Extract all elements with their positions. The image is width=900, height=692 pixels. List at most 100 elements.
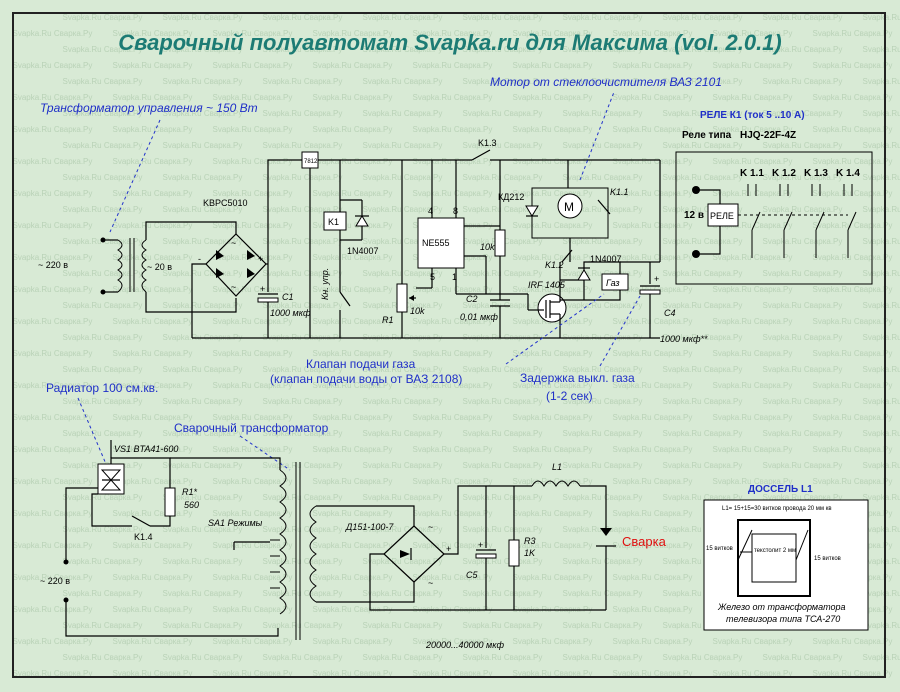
watermark-text: Svapka.Ru Сварка.Ру [563,429,643,438]
watermark-text: Svapka.Ru Сварка.Ру [363,525,443,534]
gas-valve-note-1: Клапан подачи газа [306,357,416,371]
watermark-text: Svapka.Ru Сварка.Ру [613,29,693,38]
watermark-text: Svapka.Ru Сварка.Ру [113,413,193,422]
watermark-text: Svapka.Ru Сварка.Ру [813,221,893,230]
watermark-text: Svapka.Ru Сварка.Ру [463,205,543,214]
watermark-text: Svapka.Ru Сварка.Ру [613,413,693,422]
watermark-text: Svapka.Ru Сварка.Ру [13,669,93,678]
watermark-text: Svapka.Ru Сварка.Ру [163,365,243,374]
watermark-text: Svapka.Ru Сварка.Ру [213,29,293,38]
motor-note: Мотор от стеклоочистителя ВАЗ 2101 [490,75,722,89]
watermark-text: Svapka.Ru Сварка.Ру [763,429,843,438]
watermark-text: Svapka.Ru Сварка.Ру [513,381,593,390]
watermark-text: Svapka.Ru Сварка.Ру [363,109,443,118]
watermark-text: Svapka.Ru Сварка.Ру [163,397,243,406]
watermark-text: Svapka.Ru Сварка.Ру [113,445,193,454]
rectifier-label: Д151-100-7 [345,522,394,532]
watermark-text: Svapka.Ru Сварка.Ру [713,93,793,102]
watermark-text: Svapka.Ru Сварка.Ру [513,29,593,38]
watermark-text: Svapka.Ru Сварка.Ру [813,413,893,422]
watermark-text: Svapka.Ru Сварка.Ру [663,269,743,278]
watermark-text: Svapka.Ru Сварка.Ру [263,589,343,598]
gas-valve-note-2: (клапан подачи воды от ВАЗ 2108) [270,372,462,386]
regulator-7812: 7812 [301,151,319,338]
watermark-text: Svapka.Ru Сварка.Ру [13,285,93,294]
watermark-text: Svapka.Ru Сварка.Ру [663,589,743,598]
r1star-value: 560 [184,500,199,510]
watermark-text: Svapka.Ru Сварка.Ру [63,429,143,438]
watermark-text: Svapka.Ru Сварка.Ру [863,237,900,246]
watermark-text: Svapka.Ru Сварка.Ру [563,557,643,566]
watermark-text: Svapka.Ru Сварка.Ру [213,61,293,70]
watermark-text: Svapka.Ru Сварка.Ру [263,301,343,310]
c4-label: C4 [664,308,676,318]
relay-type-value: HJQ-22F-4Z [740,130,796,141]
mosfet-label: IRF 1405 [528,280,566,290]
watermark-text: Svapka.Ru Сварка.Ру [163,301,243,310]
watermark-text: Svapka.Ru Сварка.Ру [113,221,193,230]
svg-text:K 1.1: K 1.1 [740,168,764,179]
watermark-text: Svapka.Ru Сварка.Ру [13,221,93,230]
watermark-text: Svapka.Ru Сварка.Ру [213,413,293,422]
watermark-text: Svapka.Ru Сварка.Ру [863,461,900,470]
watermark-text: Svapka.Ru Сварка.Ру [63,557,143,566]
watermark-text: Svapka.Ru Сварка.Ру [613,445,693,454]
watermark-text: Svapka.Ru Сварка.Ру [263,621,343,630]
k12-label: K1.2 [545,260,564,270]
watermark-text: Svapka.Ru Сварка.Ру [763,45,843,54]
watermark-text: Svapka.Ru Сварка.Ру [613,317,693,326]
motor-section: M КД212 K1.1 K1.2 Мотор от стеклоочистит… [490,75,722,281]
watermark-text: Svapka.Ru Сварка.Ру [613,189,693,198]
watermark-text: Svapka.Ru Сварка.Ру [513,221,593,230]
watermark-text: Svapka.Ru Сварка.Ру [563,301,643,310]
watermark-text: Svapka.Ru Сварка.Ру [763,109,843,118]
watermark-text: Svapka.Ru Сварка.Ру [813,637,893,646]
watermark-text: Svapka.Ru Сварка.Ру [113,93,193,102]
watermark-text: Svapka.Ru Сварка.Ру [613,157,693,166]
watermark-text: Svapka.Ru Сварка.Ру [113,381,193,390]
watermark-text: Svapka.Ru Сварка.Ру [663,621,743,630]
watermark-text: Svapka.Ru Сварка.Ру [813,445,893,454]
watermark-text: Svapka.Ru Сварка.Ру [513,61,593,70]
k11-label: K1.1 [610,187,629,197]
watermark-text: Svapka.Ru Сварка.Ру [13,93,93,102]
watermark-text: Svapka.Ru Сварка.Ру [63,333,143,342]
watermark-text: Svapka.Ru Сварка.Ру [763,141,843,150]
svg-text:4: 4 [428,206,433,216]
watermark-text: Svapka.Ru Сварка.Ру [63,13,143,22]
watermark-text: Svapka.Ru Сварка.Ру [113,573,193,582]
watermark-text: Svapka.Ru Сварка.Ру [213,253,293,262]
watermark-text: Svapka.Ru Сварка.Ру [513,93,593,102]
watermark-text: Svapka.Ru Сварка.Ру [763,173,843,182]
watermark-text: Svapka.Ru Сварка.Ру [213,285,293,294]
watermark-text: Svapka.Ru Сварка.Ру [563,141,643,150]
svg-text:~: ~ [231,238,236,248]
watermark-text: Svapka.Ru Сварка.Ру [263,173,343,182]
watermark-text: Svapka.Ru Сварка.Ру [663,45,743,54]
potentiometer-r1: R1 10k [382,160,425,338]
watermark-text: Svapka.Ru Сварка.Ру [613,541,693,550]
watermark-text: Svapka.Ru Сварка.Ру [13,253,93,262]
watermark-text: Svapka.Ru Сварка.Ру [463,269,543,278]
watermark-text: Svapka.Ru Сварка.Ру [113,189,193,198]
watermark-text: Svapka.Ru Сварка.Ру [263,269,343,278]
watermark-text: Svapka.Ru Сварка.Ру [113,605,193,614]
watermark-text: Svapka.Ru Сварка.Ру [463,429,543,438]
watermark-text: Svapka.Ru Сварка.Ру [763,493,843,502]
watermark-text: Svapka.Ru Сварка.Ру [13,541,93,550]
watermark-text: Svapka.Ru Сварка.Ру [563,589,643,598]
watermark-text: Svapka.Ru Сварка.Ру [213,93,293,102]
watermark-text: Svapka.Ru Сварка.Ру [863,141,900,150]
watermark-text: Svapka.Ru Сварка.Ру [463,557,543,566]
watermark-text: Svapka.Ru Сварка.Ру [463,141,543,150]
watermark-text: Svapka.Ru Сварка.Ру [263,429,343,438]
watermark-text: Svapka.Ru Сварка.Ру [413,157,493,166]
watermark-text: Svapka.Ru Сварка.Ру [63,397,143,406]
watermark-text: Svapka.Ru Сварка.Ру [813,157,893,166]
watermark-text: Svapka.Ru Сварка.Ру [513,189,593,198]
watermark-text: Svapka.Ru Сварка.Ру [463,397,543,406]
watermark-text: Svapka.Ru Сварка.Ру [263,461,343,470]
watermark-text: Svapka.Ru Сварка.Ру [863,205,900,214]
watermark-text: Svapka.Ru Сварка.Ру [213,189,293,198]
